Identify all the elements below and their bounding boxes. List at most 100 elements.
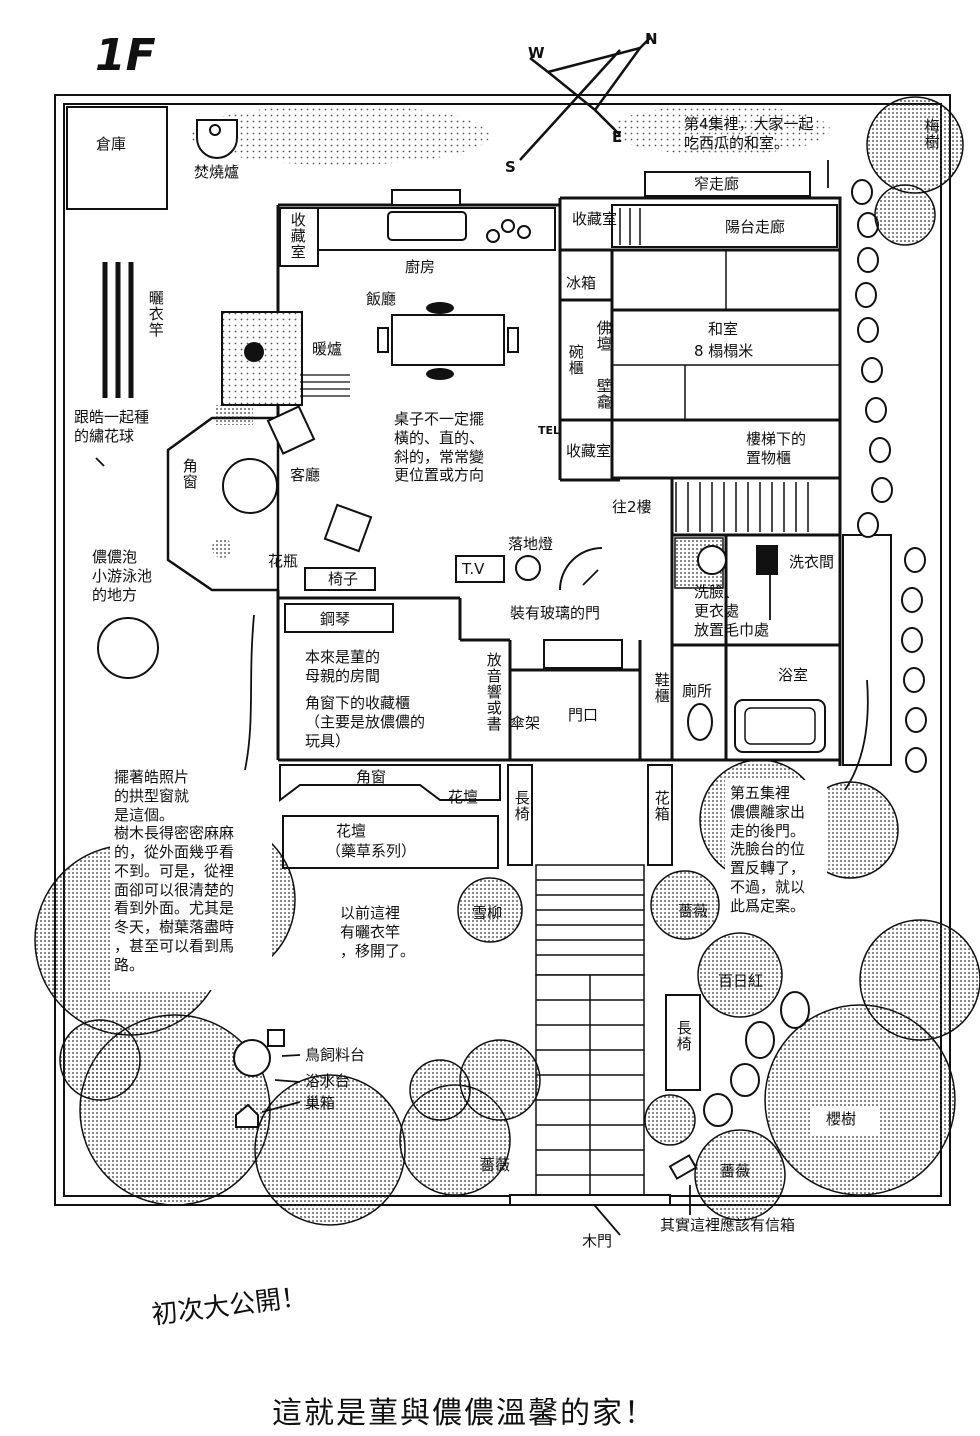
label-tv: T.V (462, 560, 485, 578)
note-mailbox: 其實這裡應該有信箱 (660, 1216, 796, 1234)
note-hydrangea: 跟皓一起種 的繡花球 (74, 408, 150, 445)
label-glass-door: 裝有玻璃的門 (510, 604, 601, 622)
label-kitchen: 廚房 (405, 258, 436, 276)
label-wood-gate: 木門 (582, 1232, 613, 1250)
note-episode-4: 第4集裡，大家一起 吃西瓜的和室。 (684, 115, 814, 152)
pool-shape (97, 617, 159, 679)
label-closet-kitchen: 收藏室 (288, 212, 307, 260)
label-willow: 雪柳 (472, 904, 503, 922)
label-to-2f: 往2樓 (612, 498, 652, 516)
compass-letter-s: S (505, 158, 516, 176)
toilet-fixture (687, 703, 713, 741)
label-nest-box: 巢箱 (305, 1094, 336, 1112)
label-rose-1: 薔薇 (678, 902, 709, 920)
label-tel: TEL (538, 424, 561, 437)
note-mother-room: 本來是菫的 母親的房間 (305, 648, 381, 685)
kitchen-counter (289, 207, 556, 251)
note-laundry-pole: 以前這裡 有曬衣竿 ，移開了。 (340, 904, 416, 960)
annotation-arrows (95, 160, 869, 1236)
label-fridge: 冰箱 (566, 274, 597, 292)
label-chair: 椅子 (328, 570, 359, 588)
label-narrow-corridor: 窄走廊 (694, 175, 740, 193)
wood-gate-shape (509, 1194, 671, 1206)
staircase (675, 482, 809, 532)
label-under-stairs: 樓梯下的 置物櫃 (746, 430, 807, 467)
label-bath: 浴室 (778, 666, 809, 684)
stone-path (535, 974, 645, 1196)
label-shoe-cabinet: 鞋櫃 (652, 672, 671, 704)
label-closet-top: 收藏室 (572, 210, 618, 228)
label-bird-bath: 浴水台 (305, 1072, 351, 1090)
label-tatami-size: 8 榻榻米 (694, 342, 754, 360)
label-bench-right: 長椅 (674, 1020, 693, 1052)
incinerator-shape (196, 119, 238, 159)
label-flowerbed-1: 花壇 (448, 788, 479, 806)
floor-label: 1F (95, 30, 156, 81)
note-cabinet: 角窗下的收藏櫃 （主要是放儂儂的 玩具） (305, 694, 426, 750)
label-tatami-room: 和室 (708, 320, 739, 338)
tatami-layout (612, 250, 840, 420)
label-laundry: 洗衣間 (789, 553, 835, 571)
trees (34, 96, 980, 1226)
armchair-1 (266, 405, 316, 455)
label-living: 客廳 (290, 466, 321, 484)
bench-right-shape (665, 994, 701, 1091)
label-cherry: 櫻樹 (826, 1110, 857, 1128)
label-bay-window: 角窗 (180, 458, 199, 490)
label-cupboard: 碗櫃 (566, 344, 585, 376)
side-path (842, 534, 892, 766)
note-table: 桌子不一定擺 橫的、直的、 斜的，常常變 更位置或方向 (394, 410, 485, 485)
label-balcony-corridor: 陽台走廊 (725, 218, 786, 236)
note-episode-5: 第五集裡 儂儂離家出 走的後門。 洗臉台的位 置反轉了， 不過，就以 此爲定案。 (730, 784, 806, 915)
label-drying-pole: 曬衣竿 (146, 290, 165, 338)
note-pool: 儂儂泡 小游泳池 的地方 (92, 548, 153, 604)
laundry-poles (102, 262, 134, 398)
storage-shed (66, 106, 168, 210)
label-altar: 佛壇 (594, 320, 613, 352)
label-closet-mid: 收藏室 (566, 442, 612, 460)
label-bench-left: 長椅 (512, 790, 531, 822)
flowerbed-herbs (282, 815, 499, 869)
label-zinnia: 百日紅 (718, 972, 764, 990)
compass-letter-n: N (645, 30, 658, 48)
label-piano: 鋼琴 (320, 610, 351, 628)
label-plum: 梅樹 (922, 118, 941, 150)
label-stereo: 放音響或書 (484, 652, 503, 732)
compass-letter-w: W (528, 44, 545, 62)
label-storage-shed: 倉庫 (96, 135, 127, 153)
label-flowerbed-2: 花壇 (336, 822, 367, 840)
label-entrance: 門口 (568, 706, 599, 724)
front-steps (535, 864, 645, 976)
balcony-corridor (611, 204, 838, 248)
label-bird-feeder: 鳥飼料台 (305, 1046, 366, 1064)
label-incinerator: 焚燒爐 (194, 163, 240, 181)
compass-letter-e: E (612, 128, 623, 146)
caption-home-title: 這就是菫與儂儂溫馨的家！ (272, 1396, 656, 1431)
note-arch-window: 擺著皓照片 的拱型窗就 是這個。 樹木長得密密麻麻 的，從外面幾乎看 不到。可是… (114, 768, 235, 974)
dining-table-shape (391, 314, 505, 366)
label-corner-window: 角窗 (356, 768, 387, 786)
label-flower-box: 花箱 (652, 790, 671, 822)
label-alcove: 壁龕 (594, 378, 613, 410)
label-washroom: 洗臉、 更衣處 放置毛巾處 (694, 583, 770, 639)
compass (519, 37, 651, 161)
ground-shading-top (190, 105, 490, 165)
stepping-stones (703, 179, 927, 1127)
corner-window-shape (279, 764, 501, 802)
label-umbrella: 傘架 (510, 714, 541, 732)
bathtub (734, 699, 826, 753)
label-rose-2: 薔薇 (480, 1156, 511, 1174)
label-floor-lamp: 落地燈 (508, 535, 554, 553)
piano-shape (284, 603, 394, 633)
label-toilet: 廁所 (682, 682, 713, 700)
label-vase: 花瓶 (268, 552, 299, 570)
label-dining: 飯廳 (366, 290, 397, 308)
ground-shading-top2 (610, 105, 830, 155)
label-herbs: （藥草系列） (326, 842, 417, 860)
property-boundary (54, 94, 951, 1206)
label-rose-3: 薔薇 (720, 1162, 751, 1180)
narrow-corridor (644, 171, 811, 197)
armchair-2 (323, 503, 373, 553)
label-fireplace: 暖爐 (312, 340, 343, 358)
